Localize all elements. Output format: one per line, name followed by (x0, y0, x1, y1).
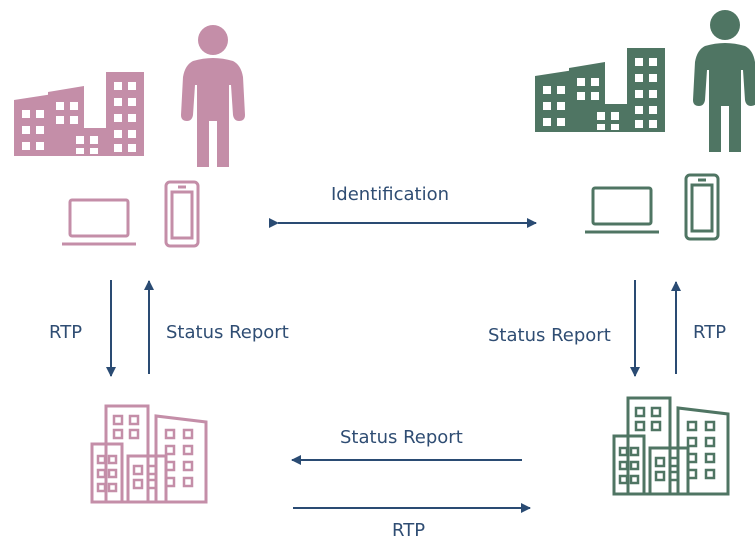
left-rtp-label: RTP (49, 322, 83, 343)
bottom-rtp-label: RTP (392, 520, 426, 541)
identification-label: Identification (331, 184, 450, 205)
left-status-report-label: Status Report (166, 322, 289, 343)
right-person-icon (693, 10, 755, 152)
right-status-report-label: Status Report (488, 325, 611, 346)
left-city-buildings-icon (14, 72, 144, 156)
left-phone-icon (164, 180, 200, 248)
bottom-status-report-label: Status Report (340, 427, 463, 448)
left-office-buildings-icon (90, 404, 208, 504)
left-person-icon (181, 25, 245, 167)
right-office-buildings-icon (612, 396, 730, 496)
right-city-buildings-icon (535, 48, 665, 132)
right-rtp-label: RTP (693, 322, 727, 343)
right-laptop-icon (583, 186, 661, 234)
right-phone-icon (684, 173, 720, 241)
left-laptop-icon (60, 198, 138, 246)
